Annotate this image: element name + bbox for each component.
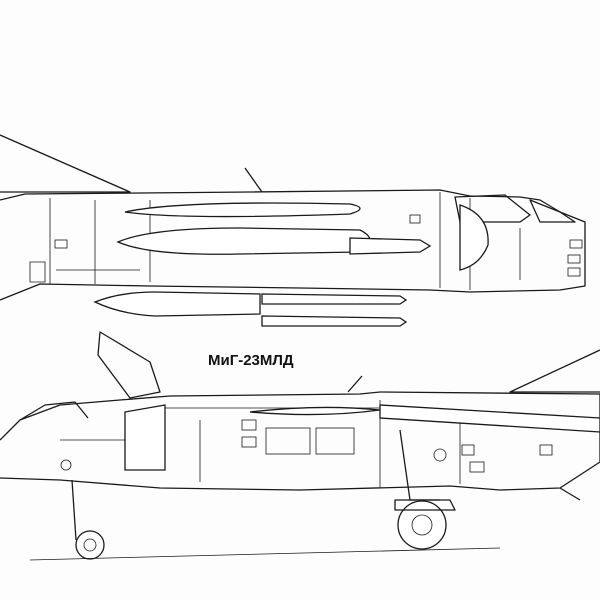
aircraft-designation-label: МиГ-23МЛД [208, 352, 294, 369]
lower-view-aircraft [0, 331, 600, 561]
upper-view-aircraft [0, 134, 586, 327]
